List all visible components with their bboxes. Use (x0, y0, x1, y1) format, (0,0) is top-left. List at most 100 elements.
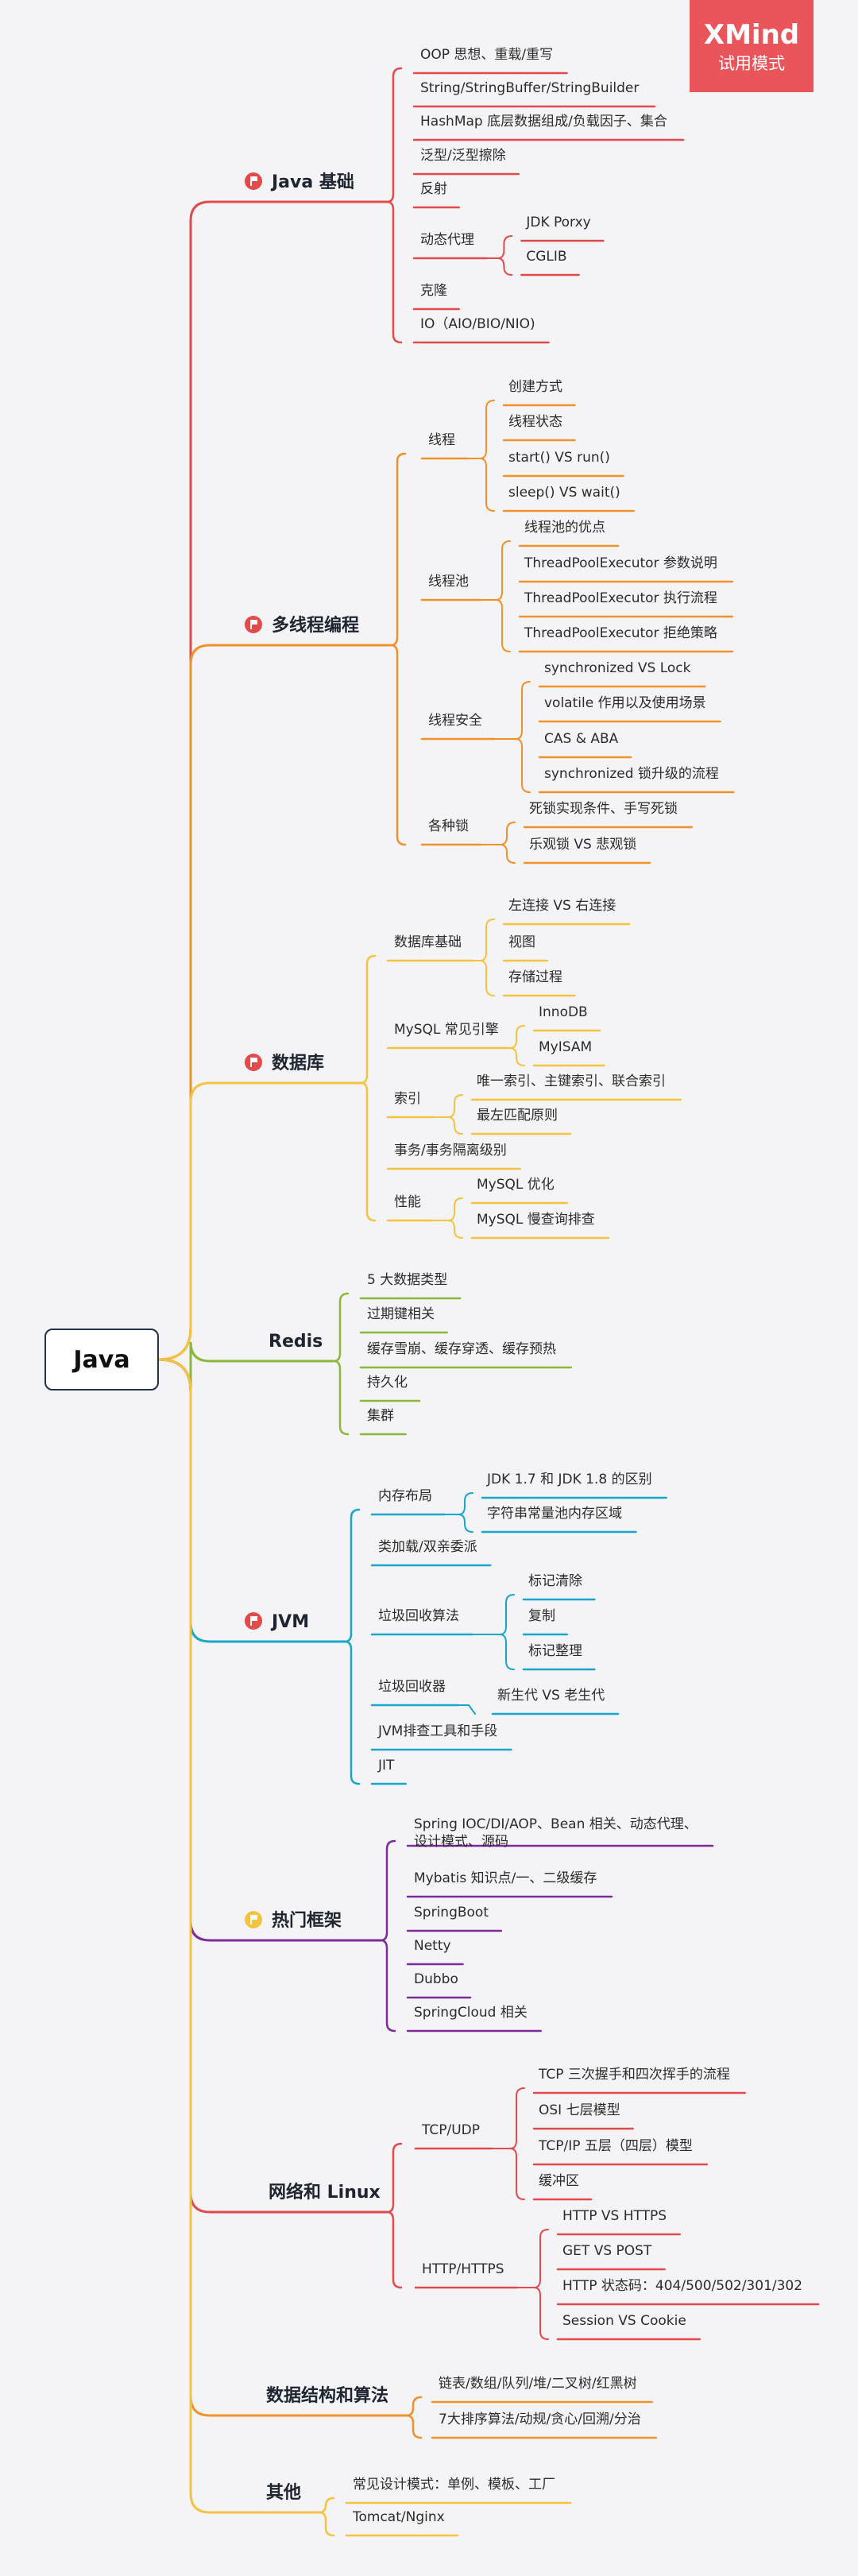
subtopic-2-1-0[interactable]: InnoDB (539, 1004, 588, 1020)
flag-icon (245, 1911, 262, 1928)
topic-7-0[interactable]: 链表/数组/队列/堆/二叉树/红黑树 (439, 2376, 637, 2392)
branch-label: JVM (272, 1612, 310, 1632)
topic-2-4[interactable]: 性能 (394, 1194, 421, 1210)
branch-label: Redis (269, 1332, 323, 1352)
subtopic-6-0-1[interactable]: OSI 七层模型 (539, 2102, 620, 2118)
topic-4-4[interactable]: JVM排查工具和手段 (378, 1723, 498, 1739)
subtopic-6-1-2[interactable]: HTTP 状态码：404/500/502/301/302 (562, 2278, 803, 2294)
topic-3-4[interactable]: 集群 (367, 1408, 394, 1424)
sub-brace-6-1 (533, 2229, 549, 2340)
topic-0-2[interactable]: HashMap 底层数据组成/负载因子、集合 (420, 114, 667, 130)
subtopic-6-0-0[interactable]: TCP 三次握手和四次挥手的流程 (539, 2067, 730, 2083)
topic-5-1[interactable]: Mybatis 知识点/一、二级缓存 (414, 1870, 597, 1886)
topic-0-0[interactable]: OOP 思想、重载/重写 (420, 47, 554, 63)
topic-6-1[interactable]: HTTP/HTTPS (422, 2261, 504, 2277)
topic-1-1[interactable]: 线程池 (428, 574, 469, 590)
subtopic-6-1-3[interactable]: Session VS Cookie (562, 2313, 686, 2329)
branch-1[interactable]: 多线程编程 (245, 615, 359, 637)
subtopic-2-0-0[interactable]: 左连接 VS 右连接 (508, 898, 616, 914)
topic-5-2[interactable]: SpringBoot (414, 1905, 489, 1920)
topic-2-0[interactable]: 数据库基础 (394, 934, 462, 950)
branch-2[interactable]: 数据库 (245, 1053, 324, 1075)
brace-6 (386, 2142, 403, 2289)
topic-1-3[interactable]: 各种锁 (428, 818, 469, 834)
branch-0[interactable]: Java 基础 (245, 172, 354, 194)
subtopic-1-2-2[interactable]: CAS & ABA (544, 731, 619, 747)
subtopic-4-2-1[interactable]: 复制 (528, 1608, 555, 1624)
topic-3-3[interactable]: 持久化 (367, 1375, 408, 1390)
topic-0-4[interactable]: 反射 (420, 181, 447, 197)
subtopic-2-0-2[interactable]: 存储过程 (508, 969, 562, 985)
subtopic-0-5-0[interactable]: JDK Porxy (526, 215, 591, 230)
topic-4-1[interactable]: 类加载/双亲委派 (378, 1539, 477, 1555)
subtopic-2-4-0[interactable]: MySQL 优化 (477, 1177, 555, 1193)
topic-4-3[interactable]: 垃圾回收器 (378, 1679, 446, 1695)
subtopic-2-0-1[interactable]: 视图 (508, 934, 535, 950)
topic-0-6[interactable]: 克隆 (420, 283, 447, 299)
xmind-trial-badge[interactable]: XMind 试用模式 (690, 0, 814, 92)
topic-1-0[interactable]: 线程 (428, 432, 455, 448)
topic-3-2[interactable]: 缓存雪崩、缓存穿透、缓存预热 (367, 1341, 556, 1357)
branch-5[interactable]: 热门框架 (245, 1910, 342, 1932)
subtopic-1-0-2[interactable]: start() VS run() (508, 450, 610, 466)
topic-4-0[interactable]: 内存布局 (378, 1488, 432, 1504)
subtopic-1-0-0[interactable]: 创建方式 (508, 379, 562, 395)
brace-7 (406, 2396, 423, 2439)
subtopic-1-1-3[interactable]: ThreadPoolExecutor 拒绝策略 (524, 625, 717, 641)
sub-brace-4-0 (458, 1492, 473, 1533)
subtopic-1-3-1[interactable]: 乐观锁 VS 悲观锁 (529, 837, 637, 853)
subtopic-6-0-3[interactable]: 缓冲区 (539, 2173, 579, 2189)
subtopic-4-0-1[interactable]: 字符串常量池内存区域 (487, 1506, 622, 1522)
subtopic-2-4-1[interactable]: MySQL 慢查询排查 (477, 1212, 595, 1228)
subtopic-4-2-0[interactable]: 标记清除 (528, 1573, 582, 1589)
branch-3[interactable]: Redis (269, 1331, 323, 1353)
topic-2-1[interactable]: MySQL 常见引擎 (394, 1022, 499, 1038)
subtopic-1-1-0[interactable]: 线程池的优点 (524, 520, 605, 536)
subtopic-4-0-0[interactable]: JDK 1.7 和 JDK 1.8 的区别 (487, 1472, 652, 1487)
subtopic-6-1-0[interactable]: HTTP VS HTTPS (562, 2208, 667, 2224)
topic-5-3[interactable]: Netty (414, 1938, 451, 1954)
branch-label: 热门框架 (272, 1911, 342, 1931)
branch-7[interactable]: 数据结构和算法 (266, 2385, 388, 2408)
topic-3-0[interactable]: 5 大数据类型 (367, 1272, 448, 1288)
subtopic-1-0-1[interactable]: 线程状态 (508, 414, 562, 430)
topic-0-1[interactable]: String/StringBuffer/StringBuilder (420, 80, 640, 96)
root-node[interactable]: Java (44, 1329, 159, 1390)
subtopic-6-0-2[interactable]: TCP/IP 五层（四层）模型 (539, 2138, 693, 2154)
topic-8-1[interactable]: Tomcat/Nginx (353, 2509, 445, 2525)
topic-2-3[interactable]: 事务/事务隔离级别 (394, 1143, 507, 1158)
topic-0-7[interactable]: IO（AIO/BIO/NIO) (420, 316, 535, 332)
topic-7-1[interactable]: 7大排序算法/动规/贪心/回溯/分治 (439, 2412, 641, 2427)
topic-6-0[interactable]: TCP/UDP (422, 2122, 481, 2138)
topic-4-5[interactable]: JIT (378, 1758, 395, 1773)
subtopic-0-5-1[interactable]: CGLIB (526, 249, 567, 265)
subtopic-4-2-2[interactable]: 标记整理 (528, 1643, 582, 1659)
subtopic-2-1-1[interactable]: MyISAM (539, 1039, 593, 1055)
topic-3-1[interactable]: 过期键相关 (367, 1306, 435, 1322)
topic-5-5[interactable]: SpringCloud 相关 (414, 2005, 528, 2021)
trunk-6 (157, 1358, 246, 2214)
sub-brace-2-1 (509, 1025, 525, 1066)
subtopic-2-2-1[interactable]: 最左匹配原则 (477, 1108, 558, 1124)
subtopic-1-1-1[interactable]: ThreadPoolExecutor 参数说明 (524, 555, 717, 571)
subtopic-1-2-1[interactable]: volatile 作用以及使用场景 (544, 695, 706, 711)
topic-0-3[interactable]: 泛型/泛型擦除 (420, 148, 506, 164)
branch-4[interactable]: JVM (245, 1611, 309, 1634)
topic-5-0[interactable]: Spring IOC/DI/AOP、Bean 相关、动态代理、设计模式、源码 (414, 1816, 698, 1850)
subtopic-2-2-0[interactable]: 唯一索引、主键索引、联合索引 (477, 1073, 666, 1089)
topic-4-2[interactable]: 垃圾回收算法 (378, 1608, 459, 1624)
topic-1-2[interactable]: 线程安全 (428, 713, 482, 729)
branch-8[interactable]: 其他 (266, 2482, 301, 2504)
subtopic-4-3-0[interactable]: 新生代 VS 老生代 (497, 1688, 605, 1704)
subtopic-6-1-1[interactable]: GET VS POST (562, 2243, 652, 2259)
topic-5-4[interactable]: Dubbo (414, 1971, 458, 1987)
subtopic-1-1-2[interactable]: ThreadPoolExecutor 执行流程 (524, 590, 717, 606)
branch-6[interactable]: 网络和 Linux (269, 2182, 381, 2204)
subtopic-1-3-0[interactable]: 死锁实现条件、手写死锁 (529, 801, 678, 817)
topic-8-0[interactable]: 常见设计模式：单例、模板、工厂 (353, 2477, 555, 2493)
subtopic-1-2-0[interactable]: synchronized VS Lock (544, 660, 691, 676)
subtopic-1-0-3[interactable]: sleep() VS wait() (508, 485, 620, 501)
topic-0-5[interactable]: 动态代理 (420, 232, 474, 248)
topic-2-2[interactable]: 索引 (394, 1091, 421, 1107)
subtopic-1-2-3[interactable]: synchronized 锁升级的流程 (544, 766, 719, 782)
